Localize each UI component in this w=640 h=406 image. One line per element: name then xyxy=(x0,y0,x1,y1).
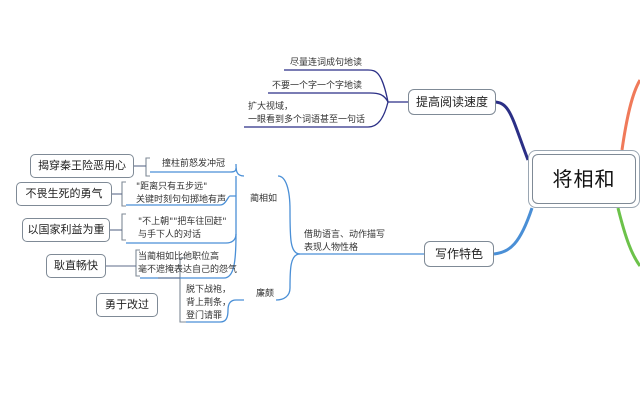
trait-box-1[interactable]: 揭穿秦王险恶用心 xyxy=(30,154,134,178)
topic-reading-speed-label: 提高阅读速度 xyxy=(415,95,488,109)
lin-fact-line-4 xyxy=(140,233,237,279)
connector-central-to-writing xyxy=(493,207,534,256)
trait-box-4[interactable]: 耿直畅快 xyxy=(46,254,106,278)
character-lin: 蔺相如 xyxy=(250,194,278,204)
connector-lin-spine xyxy=(235,163,245,234)
central-topic[interactable]: 将相和 xyxy=(528,150,640,208)
bracket-lian xyxy=(179,257,186,323)
connector-lian-stub xyxy=(227,299,244,311)
lian-fact: 脱下战袍， 背上荆条， 登门请罪 xyxy=(186,285,232,321)
connector-right-top xyxy=(620,79,640,151)
central-topic-label: 将相和 xyxy=(532,154,636,204)
topic-writing-features-label: 写作特色 xyxy=(434,247,483,261)
lin-fact-3: "不上朝""把车往回赶" 与手下人的对话 xyxy=(138,217,227,240)
connector-speed-item-1 xyxy=(284,69,389,103)
trait-box-lian[interactable]: 勇于改过 xyxy=(96,293,158,317)
bracket-lin-1 xyxy=(145,157,150,177)
lin-fact-line-1 xyxy=(150,167,237,173)
connector-central-to-speed xyxy=(493,100,530,161)
bracket-lin-2 xyxy=(121,181,126,207)
speed-item-3: 扩大视域， 一眼看到多个词语甚至一句话 xyxy=(248,102,366,125)
connector-speed-item-3 xyxy=(244,101,389,128)
lin-fact-line-2 xyxy=(126,195,236,206)
speed-item-2: 不要一个字一个字地读 xyxy=(272,81,363,91)
bracket-lin-4 xyxy=(135,249,140,277)
lin-fact-1: 撞柱前怒发冲冠 xyxy=(162,159,226,169)
trait-box-2[interactable]: 不畏生死的勇气 xyxy=(16,182,112,206)
trait-box-3[interactable]: 以国家利益为重 xyxy=(22,218,110,242)
writing-method: 借助语言、动作描写 表现人物性格 xyxy=(304,230,386,253)
lin-fact-4: 当蔺相如比他职位高 毫不遮掩表达自己的怨气 xyxy=(138,252,238,275)
character-lian: 廉颇 xyxy=(256,289,275,299)
connector-right-bottom xyxy=(616,207,640,267)
lin-fact-2: "距离只有五步远" 关键时刻句句掷地有声 xyxy=(136,182,227,205)
connector-method-spine xyxy=(277,175,301,255)
topic-writing-features[interactable]: 写作特色 xyxy=(424,241,494,267)
connector-speed-item-2 xyxy=(268,92,389,103)
bracket-lin-3 xyxy=(121,213,126,241)
lian-fact-line xyxy=(186,309,229,323)
topic-reading-speed[interactable]: 提高阅读速度 xyxy=(408,89,496,115)
speed-item-1: 尽量连词成句地读 xyxy=(290,58,363,68)
connector-method-to-lian xyxy=(275,253,301,301)
